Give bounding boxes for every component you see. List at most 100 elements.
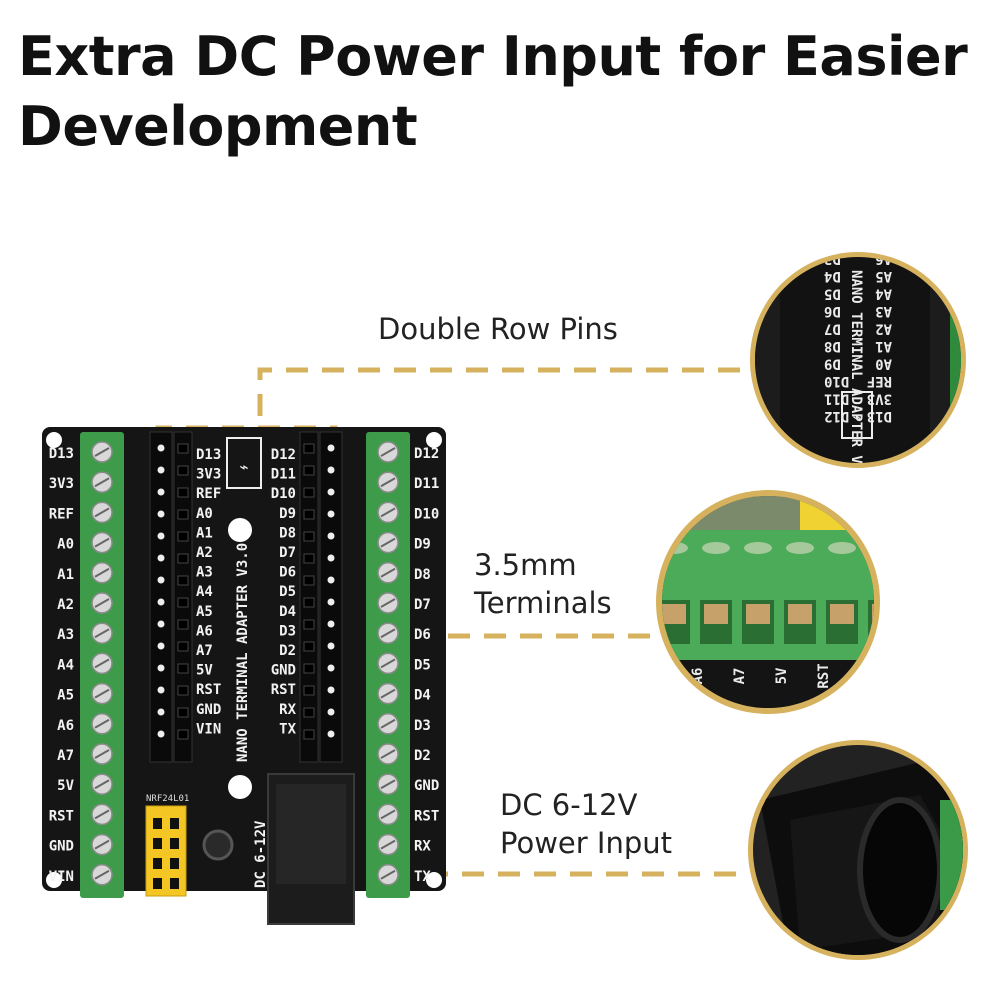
callout-terminals-line1: 3.5mm — [474, 548, 577, 582]
edge-pin-label-right: D8 — [414, 567, 431, 583]
zoom-terminal-label: RST — [816, 663, 832, 688]
inner-pin-label-left: GND — [196, 702, 221, 718]
zoom-pin-label: 3V3 — [867, 391, 892, 407]
edge-pin-label-right: D9 — [414, 537, 431, 553]
terminal-screw — [870, 542, 874, 554]
edge-pin-label-right: GND — [414, 778, 439, 794]
edge-pin-label-right: D3 — [414, 718, 431, 734]
edge-pin-label-left: 5V — [57, 778, 74, 794]
svg-text:⌁: ⌁ — [853, 410, 861, 426]
inner-pin-label-left: A6 — [196, 623, 213, 639]
callout-terminals: 3.5mm Terminals — [474, 546, 612, 622]
zoom-terminal-label: 5V — [774, 667, 790, 684]
edge-pin-label-left: A6 — [57, 718, 74, 734]
callout-dc-line2: Power Input — [500, 826, 672, 860]
zoom-pin-label: A2 — [875, 321, 892, 337]
edge-pin-label-left: D13 — [49, 446, 74, 462]
board-title: NANO TERMINAL ADAPTER V3.0 — [235, 543, 251, 762]
zoom-pin-label: D7 — [824, 321, 841, 337]
inner-pin-label-left: 5V — [196, 663, 213, 679]
zoom-board-title: NANO TERMINAL ADAPTER V3.0 — [848, 270, 864, 489]
usb-icon: ⌁ — [239, 458, 248, 476]
dc-board-label: DC 6-12V — [253, 820, 269, 888]
callout-dc-line1: DC 6-12V — [500, 788, 638, 822]
inner-pin-label-right: D6 — [279, 565, 296, 581]
connector-pins — [257, 367, 746, 416]
edge-pin-label-left: A3 — [57, 627, 74, 643]
callout-terminals-line2: Terminals — [474, 586, 612, 620]
inner-pin-label-left: A2 — [196, 545, 213, 561]
zoom-pin-label: D8 — [824, 338, 841, 354]
inner-pin-label-right: D7 — [279, 545, 296, 561]
inner-pin-label-right: RST — [271, 682, 296, 698]
zoom-pin-label: A0 — [875, 356, 892, 372]
edge-pin-label-left: GND — [49, 839, 74, 855]
zoom-pin-label: D13 — [867, 408, 892, 424]
inner-pin-label-left: REF — [196, 486, 221, 502]
zoom-pin-label: D9 — [824, 356, 841, 372]
edge-pin-label-left: RST — [49, 808, 74, 824]
callout-dc-input: DC 6-12V Power Input — [500, 786, 672, 862]
edge-pin-label-right: D4 — [414, 688, 431, 704]
edge-pin-label-left: A5 — [57, 688, 74, 704]
edge-pin-label-right: D10 — [414, 506, 439, 522]
usb-symbol-box — [226, 437, 262, 489]
terminal-screw — [744, 542, 772, 554]
edge-pin-label-left: 3V3 — [49, 476, 74, 492]
edge-pin-label-right: RST — [414, 808, 439, 824]
terminal-screw — [828, 542, 856, 554]
inner-pin-label-right: D3 — [279, 623, 296, 639]
headline: Extra DC Power Input for Easier Developm… — [18, 25, 968, 158]
inner-pin-label-left: A0 — [196, 506, 213, 522]
zoom-double-row-pins: D133V3REFA0A1A2A3A4A5A6A7D12D11D10D9D8D7… — [750, 233, 966, 489]
zoom-pin-label: A4 — [875, 286, 892, 302]
header-left-outer — [149, 431, 173, 763]
edge-pin-label-left: A0 — [57, 537, 74, 553]
inner-pin-label-right: D2 — [279, 643, 296, 659]
inner-pin-label-right: D10 — [271, 486, 296, 502]
inner-pin-label-right: D11 — [271, 467, 296, 483]
zoom-pin-label: A3 — [875, 303, 892, 319]
zoom-pin-label: A7 — [875, 233, 892, 249]
zoom-pin-label: A6 — [875, 251, 892, 267]
zoom-usb-box — [841, 391, 873, 439]
zoom-pin-label: A1 — [875, 338, 892, 354]
edge-pin-label-left: A2 — [57, 597, 74, 613]
zoom-pin-label: A5 — [875, 268, 892, 284]
zoom-pin-label: D4 — [824, 268, 841, 284]
zoom-pin-label: D3 — [824, 251, 841, 267]
zoom-pin-label: D6 — [824, 303, 841, 319]
inner-pin-label-left: VIN — [196, 721, 221, 737]
edge-pin-label-left: A1 — [57, 567, 74, 583]
zoom-dc-jack — [748, 740, 968, 960]
zoom-pin-label: D10 — [824, 373, 849, 389]
edge-pin-label-left: A7 — [57, 748, 74, 764]
edge-pin-label-right: D6 — [414, 627, 431, 643]
inner-pin-label-right: D8 — [279, 525, 296, 541]
inner-pin-label-left: RST — [196, 682, 221, 698]
header-right-outer — [319, 431, 343, 763]
capacitor — [202, 829, 234, 861]
edge-pin-label-right: D11 — [414, 476, 439, 492]
edge-pin-label-right: RX — [414, 839, 431, 855]
zoom-pin-label: D12 — [824, 408, 849, 424]
inner-pin-label-right: GND — [271, 663, 296, 679]
nrf-label: NRF24L01 — [146, 794, 189, 804]
edge-pin-label-left: VIN — [49, 869, 74, 885]
inner-pin-label-left: A4 — [196, 584, 213, 600]
inner-pin-label-right: TX — [279, 721, 296, 737]
zoom-pin-label: D5 — [824, 286, 841, 302]
edge-pin-label-right: D7 — [414, 597, 431, 613]
nrf-socket — [145, 805, 187, 897]
inner-pin-label-left: 3V3 — [196, 467, 221, 483]
inner-pin-label-left: A3 — [196, 565, 213, 581]
edge-pin-label-right: D12 — [414, 446, 439, 462]
inner-pin-label-right: D12 — [271, 447, 296, 463]
inner-pin-label-right: D5 — [279, 584, 296, 600]
inner-pin-label-left: A1 — [196, 525, 213, 541]
inner-pin-label-right: D4 — [279, 604, 296, 620]
edge-pin-label-left: A4 — [57, 657, 74, 673]
